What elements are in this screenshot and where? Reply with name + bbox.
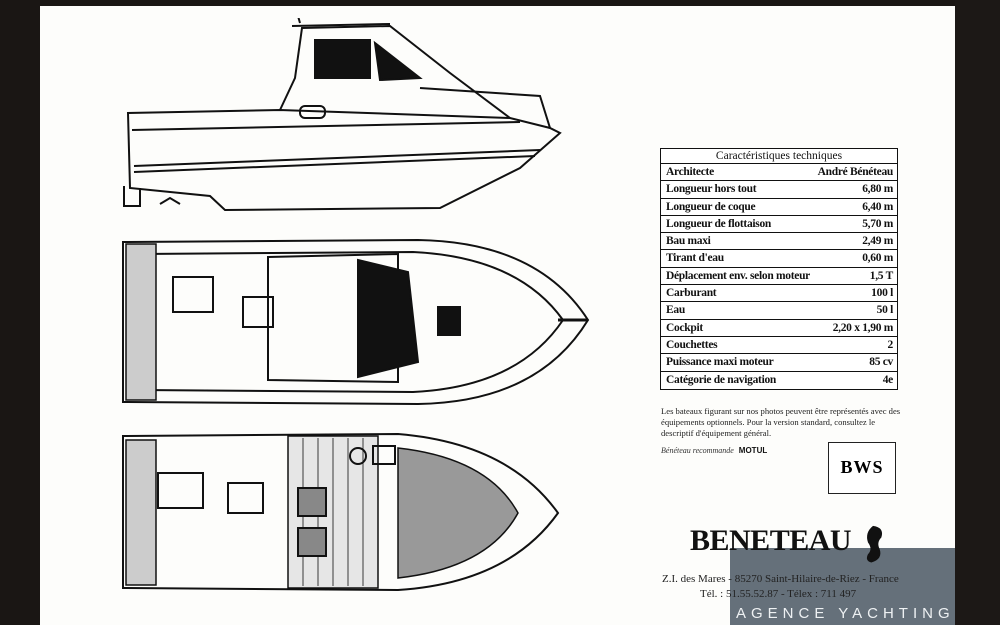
spec-value: 6,80 m <box>862 183 893 196</box>
specs-table: Caractéristiques techniques Architecte An… <box>660 148 898 390</box>
spec-label: Carburant <box>666 287 717 300</box>
specs-title: Caractéristiques techniques <box>661 149 897 164</box>
watermark-text: AGENCE YACHTING <box>736 605 955 622</box>
spec-value: 1,5 T <box>869 269 894 282</box>
spec-label: Catégorie de navigation <box>666 373 777 386</box>
disclaimer-note: Les bateaux figurant sur nos photos peuv… <box>661 406 901 438</box>
spec-value: 5,70 m <box>862 217 893 230</box>
spec-row: Longueur de flottaison 5,70 m <box>661 216 897 234</box>
spec-value: 85 cv <box>869 356 893 369</box>
motul-logo: MOTUL <box>738 446 768 455</box>
boat-side-view <box>123 18 562 212</box>
beneteau-logo: BENETEAU <box>690 524 852 557</box>
spec-value: 2,49 m <box>862 235 893 248</box>
boat-interior-plan <box>122 432 560 592</box>
spec-row: Couchettes 2 <box>661 337 897 355</box>
spec-value: 0,60 m <box>862 252 893 265</box>
spec-value: 2 <box>887 338 894 351</box>
spec-label: Longueur hors tout <box>666 183 757 196</box>
spec-row: Longueur hors tout 6,80 m <box>661 181 897 199</box>
spec-row: Puissance maxi moteur 85 cv <box>661 354 897 372</box>
spec-row: Longueur de coque 6,40 m <box>661 199 897 216</box>
spec-row: Tirant d'eau 0,60 m <box>661 250 897 268</box>
spec-label: Longueur de flottaison <box>666 217 772 230</box>
spec-value: 2,20 x 1,90 m <box>832 321 894 334</box>
spec-value: 50 l <box>876 304 894 317</box>
bws-logo: BWS <box>828 442 896 494</box>
spec-label: Architecte <box>666 166 714 178</box>
spec-value: André Bénéteau <box>817 166 894 178</box>
spec-label: Couchettes <box>666 338 718 351</box>
watermark-overlay <box>730 548 955 625</box>
spec-row: Cockpit 2,20 x 1,90 m <box>661 320 897 337</box>
recommendation: Bénéteau recommande MOTUL <box>661 446 767 455</box>
spec-value: 6,40 m <box>862 200 893 213</box>
spec-row: Catégorie de navigation 4e <box>661 372 897 389</box>
recommend-text: Bénéteau recommande <box>661 446 734 455</box>
spec-label: Cockpit <box>666 321 703 334</box>
spec-row: Déplacement env. selon moteur 1,5 T <box>661 268 897 286</box>
seahorse-logo-icon <box>866 525 883 563</box>
phone-telex-line: Tél. : 51.55.52.87 - Télex : 711 497 <box>700 588 857 600</box>
spec-row: Carburant 100 l <box>661 285 897 303</box>
spec-row: Architecte André Bénéteau <box>661 164 897 182</box>
bws-logo-text: BWS <box>840 457 884 477</box>
spec-label: Eau <box>666 304 685 317</box>
spec-label: Puissance maxi moteur <box>666 356 774 369</box>
spec-value: 4e <box>882 373 894 386</box>
spec-row: Bau maxi 2,49 m <box>661 233 897 251</box>
spec-label: Bau maxi <box>666 235 711 248</box>
spec-value: 100 l <box>871 287 893 300</box>
spec-label: Déplacement env. selon moteur <box>666 269 810 282</box>
spec-label: Longueur de coque <box>666 200 756 213</box>
spec-label: Tirant d'eau <box>666 252 724 265</box>
boat-deck-plan <box>122 238 590 406</box>
dark-edge-strip <box>955 0 1000 625</box>
spec-row: Eau 50 l <box>661 302 897 320</box>
address-line: Z.I. des Mares - 85270 Saint-Hilaire-de-… <box>662 573 899 585</box>
